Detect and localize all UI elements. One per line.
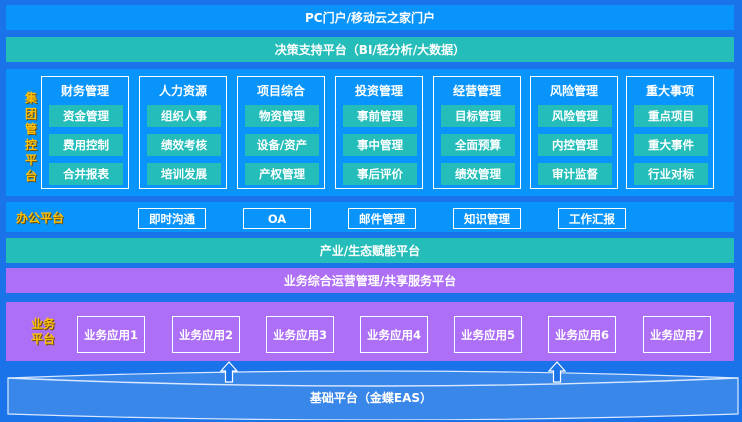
office-item-oa[interactable]: OA [243,208,311,229]
group-control-label: 集 团 管 控 平 台 [24,91,37,183]
module-item[interactable]: 费用控制 [49,134,123,156]
module-item[interactable]: 风险管理 [538,105,612,127]
office-item-report[interactable]: 工作汇报 [558,208,626,229]
shared-service-layer: 业务综合运营管理/共享服务平台 [6,268,734,293]
module-item[interactable]: 资金管理 [49,105,123,127]
portal-label: PC门户/移动云之家门户 [305,11,435,25]
business-app-2[interactable]: 业务应用2 [172,316,240,353]
module-item[interactable]: 事后评价 [343,163,417,185]
up-outline-arrow-icon [220,361,238,383]
module-item[interactable]: 全面预算 [441,134,515,156]
module-major-matters: 重大事项 重点项目 重大事件 行业对标 [626,76,714,189]
module-title: 重大事项 [645,84,694,98]
office-item-im[interactable]: 即时沟通 [138,208,206,229]
module-project: 项目综合 物资管理 设备/资产 产权管理 [237,76,325,189]
business-app-3[interactable]: 业务应用3 [266,316,334,353]
module-item[interactable]: 绩效管理 [441,163,515,185]
module-item[interactable]: 设备/资产 [245,134,319,156]
module-title: 投资管理 [354,84,403,98]
module-item[interactable]: 重大事件 [634,134,708,156]
business-app-4[interactable]: 业务应用4 [360,316,428,353]
module-item[interactable]: 目标管理 [441,105,515,127]
module-item[interactable]: 行业对标 [634,163,708,185]
module-item[interactable]: 事前管理 [343,105,417,127]
business-layer: 业务 平台 业务应用1 业务应用2 业务应用3 业务应用4 业务应用5 业务应用… [6,302,734,361]
module-item[interactable]: 物资管理 [245,105,319,127]
group-control-layer: 集 团 管 控 平 台 财务管理 资金管理 费用控制 合并报表 人力资源 组织人… [6,69,734,196]
foundation-cylinder [7,370,739,420]
up-outline-arrow-icon [548,361,566,383]
office-item-mail[interactable]: 邮件管理 [348,208,416,229]
module-investment: 投资管理 事前管理 事中管理 事后评价 [335,76,423,189]
module-item[interactable]: 培训发展 [147,163,221,185]
module-hr: 人力资源 组织人事 绩效考核 培训发展 [139,76,227,189]
module-item[interactable]: 组织人事 [147,105,221,127]
business-app-1[interactable]: 业务应用1 [77,316,145,353]
module-title: 经营管理 [452,84,501,98]
office-item-knowledge[interactable]: 知识管理 [453,208,521,229]
module-title: 风险管理 [549,84,598,98]
module-risk: 风险管理 风险管理 内控管理 审计监督 [530,76,618,189]
business-app-6[interactable]: 业务应用6 [548,316,616,353]
module-item[interactable]: 产权管理 [245,163,319,185]
module-title: 人力资源 [158,84,207,98]
decision-support-label: 决策支持平台（BI/轻分析/大数据） [274,43,466,57]
decision-support-layer: 决策支持平台（BI/轻分析/大数据） [6,37,734,62]
office-layer: 办公平台 即时沟通 OA 邮件管理 知识管理 工作汇报 [6,202,734,232]
module-item[interactable]: 内控管理 [538,134,612,156]
business-app-7[interactable]: 业务应用7 [643,316,711,353]
module-item[interactable]: 事中管理 [343,134,417,156]
module-operations: 经营管理 目标管理 全面预算 绩效管理 [433,76,521,189]
business-app-5[interactable]: 业务应用5 [454,316,522,353]
office-label: 办公平台 [16,211,65,225]
module-item[interactable]: 绩效考核 [147,134,221,156]
module-item[interactable]: 重点项目 [634,105,708,127]
industry-layer: 产业/生态赋能平台 [6,238,734,263]
shared-service-label: 业务综合运营管理/共享服务平台 [283,274,457,288]
module-finance: 财务管理 资金管理 费用控制 合并报表 [41,76,129,189]
industry-label: 产业/生态赋能平台 [319,244,421,258]
foundation-label: 基础平台（金蝶EAS） [309,391,433,405]
module-title: 财务管理 [60,84,109,98]
module-title: 项目综合 [256,84,305,98]
portal-layer: PC门户/移动云之家门户 [6,5,734,30]
business-label: 业务 平台 [31,317,56,346]
module-item[interactable]: 审计监督 [538,163,612,185]
module-item[interactable]: 合并报表 [49,163,123,185]
